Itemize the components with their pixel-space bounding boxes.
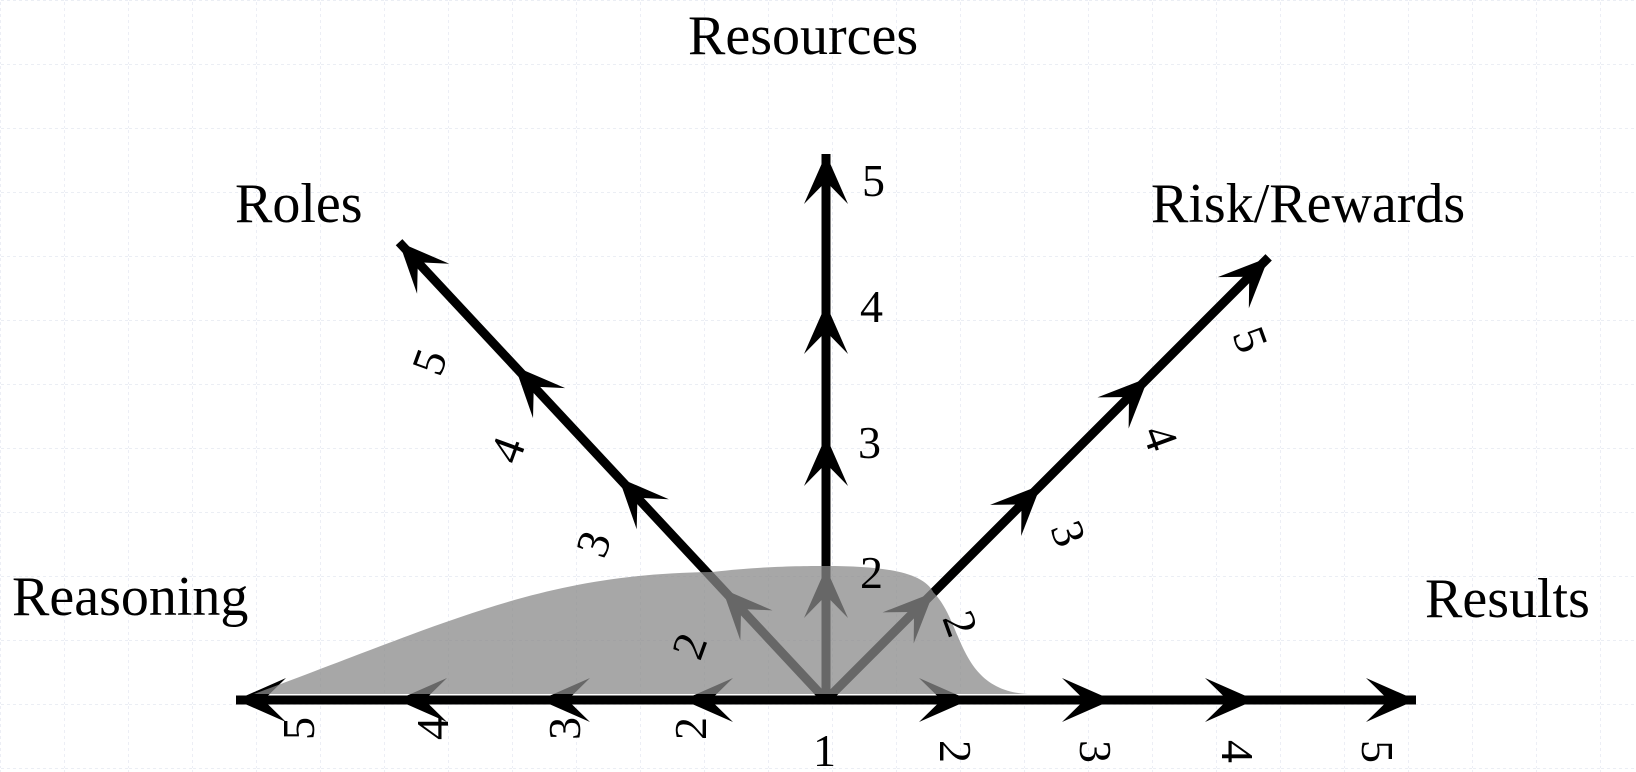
- arrowhead-roles-5: [399, 242, 450, 294]
- axes-layer: [236, 154, 1416, 722]
- tick-reasoning-2: 2: [665, 717, 716, 740]
- arrowhead-risk-rewards-5: [1217, 257, 1269, 309]
- tick-reasoning-3: 3: [539, 717, 590, 740]
- tick-reasoning-5: 5: [273, 717, 324, 740]
- arrowhead-results-5: [1366, 678, 1416, 722]
- profile-shape: [254, 566, 1028, 694]
- arrowhead-resources-4: [804, 304, 848, 354]
- tick-resources-3: 3: [858, 417, 881, 468]
- axis-title-reasoning: Reasoning: [12, 566, 248, 628]
- arrowhead-risk-rewards-3: [990, 485, 1041, 536]
- arrowhead-results-4: [1205, 678, 1255, 722]
- axis-title-risk-rewards: Risk/Rewards: [1151, 173, 1465, 235]
- axis-title-resources: Resources: [688, 5, 918, 67]
- arrowhead-roles-4: [515, 366, 566, 419]
- axis-title-results: Results: [1425, 568, 1590, 630]
- arrowhead-roles-3: [618, 477, 669, 530]
- arrowhead-results-3: [1062, 678, 1112, 722]
- tick-results-3: 3: [1070, 740, 1121, 763]
- arrowhead-resources-3: [804, 436, 848, 486]
- labels-layer: Reasoning Roles Resources Risk/Rewards R…: [12, 5, 1590, 772]
- tick-results-5: 5: [1352, 740, 1403, 763]
- tick-resources-2: 2: [860, 547, 883, 598]
- tick-resources-4: 4: [860, 281, 883, 332]
- tick-reasoning-4: 4: [407, 717, 458, 740]
- axis-title-roles: Roles: [235, 173, 363, 235]
- arrowhead-resources-5: [804, 154, 848, 204]
- tick-results-2: 2: [930, 740, 981, 763]
- origin-label: 1: [813, 725, 836, 772]
- tick-resources-5: 5: [862, 155, 885, 206]
- arrowhead-risk-rewards-4: [1097, 377, 1149, 429]
- tick-results-4: 4: [1212, 740, 1263, 763]
